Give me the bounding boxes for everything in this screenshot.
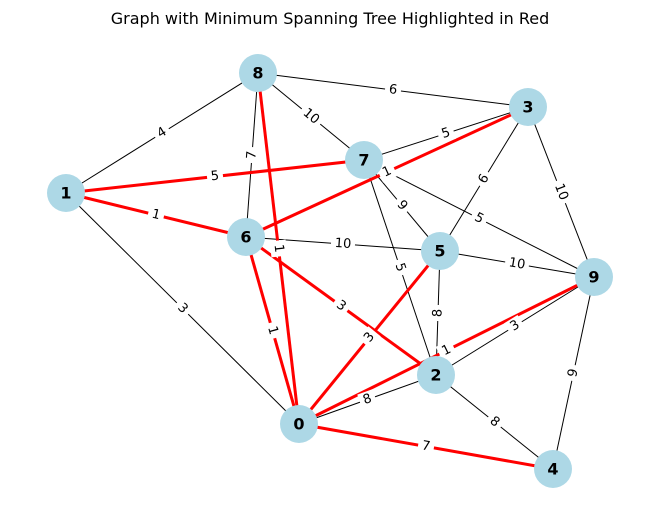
edge-weight-9-2: 3 [503, 314, 527, 338]
edge-weight-8-3: 6 [384, 81, 402, 99]
node-circle [417, 356, 455, 394]
node-label: 2 [430, 366, 441, 385]
node-label: 3 [522, 98, 533, 117]
node-4: 4 [534, 450, 572, 488]
edge-weight-label: 1 [264, 324, 281, 336]
node-label: 4 [547, 460, 558, 479]
node-label: 0 [293, 415, 304, 434]
edge-weight-3-7: 5 [435, 123, 457, 144]
edge-weight-background [435, 339, 458, 362]
edge-weight-background [329, 294, 353, 318]
edge-weight-background [503, 254, 531, 274]
edge-weight-background [296, 102, 326, 131]
nodes-layer: 0 1 2 3 4 5 6 7 8 9 [47, 54, 613, 488]
edge-weight-7-5: 9 [390, 194, 414, 217]
node-label: 8 [252, 64, 263, 83]
edge-weight-3-9: 10 [549, 177, 573, 207]
edge-weight-6-2: 3 [329, 294, 353, 318]
edge-weight-1-7: 5 [206, 167, 224, 186]
edge-weight-background [416, 437, 436, 456]
edge-weight-label: 1 [271, 244, 287, 254]
node-circle [239, 54, 277, 92]
edge-weight-background [483, 410, 506, 434]
edge-weight-0-4: 7 [416, 437, 436, 456]
edge-weight-label: 10 [334, 236, 352, 252]
node-label: 5 [434, 242, 445, 261]
node-circle [227, 218, 265, 256]
node-5: 5 [421, 232, 459, 270]
edge-weight-label: 8 [430, 309, 445, 318]
edge-weight-8-0: 1 [269, 239, 288, 258]
edge-weight-background [503, 314, 527, 338]
edge-weight-3-5: 6 [473, 168, 495, 190]
edge-weight-label: 7 [244, 150, 260, 159]
edge-weight-8-6: 7 [243, 146, 261, 164]
node-label: 9 [588, 268, 599, 287]
edge-weight-background [262, 320, 283, 341]
node-circle [280, 405, 318, 443]
edge-weight-background [357, 389, 378, 410]
edge-weight-label: 10 [508, 255, 527, 273]
edge-weight-background [171, 297, 194, 320]
edge-weight-1-0: 3 [171, 297, 194, 320]
node-1: 1 [47, 174, 85, 212]
edge-weight-background [358, 326, 381, 349]
edge-weight-5-2: 8 [429, 304, 447, 322]
node-circle [345, 141, 383, 179]
edge-weight-6-0: 1 [262, 320, 283, 341]
edge-weight-label: 5 [210, 169, 220, 185]
edge-weight-background [150, 121, 174, 145]
node-0: 0 [280, 405, 318, 443]
edge-weight-background [429, 304, 447, 322]
edge-weight-label: 9 [565, 367, 581, 378]
node-8: 8 [239, 54, 277, 92]
node-7: 7 [345, 141, 383, 179]
edge-weight-label: 10 [551, 182, 571, 203]
edge-weight-2-0: 8 [357, 389, 378, 410]
diagram-title: Graph with Minimum Spanning Tree Highlig… [111, 9, 549, 28]
edge-weight-7-9: 5 [468, 207, 490, 230]
edge-weight-background [435, 123, 457, 144]
edge-weight-2-4: 8 [483, 410, 506, 434]
edge-weight-background [269, 239, 288, 258]
edge-weight-label: 1 [150, 207, 162, 224]
node-circle [575, 258, 613, 296]
edge-weight-6-5: 10 [330, 235, 356, 253]
edge-weight-background [384, 81, 402, 99]
edge-weight-label: 7 [421, 438, 432, 454]
edge-weight-1-6: 1 [146, 205, 166, 225]
node-3: 3 [509, 88, 547, 126]
node-label: 6 [240, 228, 251, 247]
node-label: 7 [358, 151, 369, 170]
node-circle [534, 450, 572, 488]
node-circle [509, 88, 547, 126]
node-9: 9 [575, 258, 613, 296]
edge-weight-background [390, 194, 414, 217]
edge-weight-9-4: 9 [564, 363, 583, 383]
edge-weight-8-1: 4 [150, 121, 174, 145]
edge-weight-7-2: 5 [389, 257, 411, 278]
node-2: 2 [417, 356, 455, 394]
edge-weight-background [549, 177, 573, 207]
node-label: 1 [60, 184, 71, 203]
node-circle [47, 174, 85, 212]
edge-weight-background [206, 167, 224, 186]
edge-weight-background [146, 205, 166, 225]
node-6: 6 [227, 218, 265, 256]
edge-weight-background [330, 235, 356, 253]
edge-weight-background [473, 168, 495, 190]
edge-weight-background [243, 146, 261, 164]
edge-weight-5-9: 10 [503, 254, 531, 274]
edge-weight-9-0: 1 [435, 339, 458, 362]
edge-weight-background [389, 257, 411, 278]
edge-weight-background [564, 363, 583, 383]
edge-weight-background [468, 207, 490, 230]
node-circle [421, 232, 459, 270]
edge-weight-label: 6 [388, 82, 398, 98]
edge-weight-5-0: 3 [358, 326, 381, 349]
edge-weight-8-7: 10 [296, 102, 326, 131]
